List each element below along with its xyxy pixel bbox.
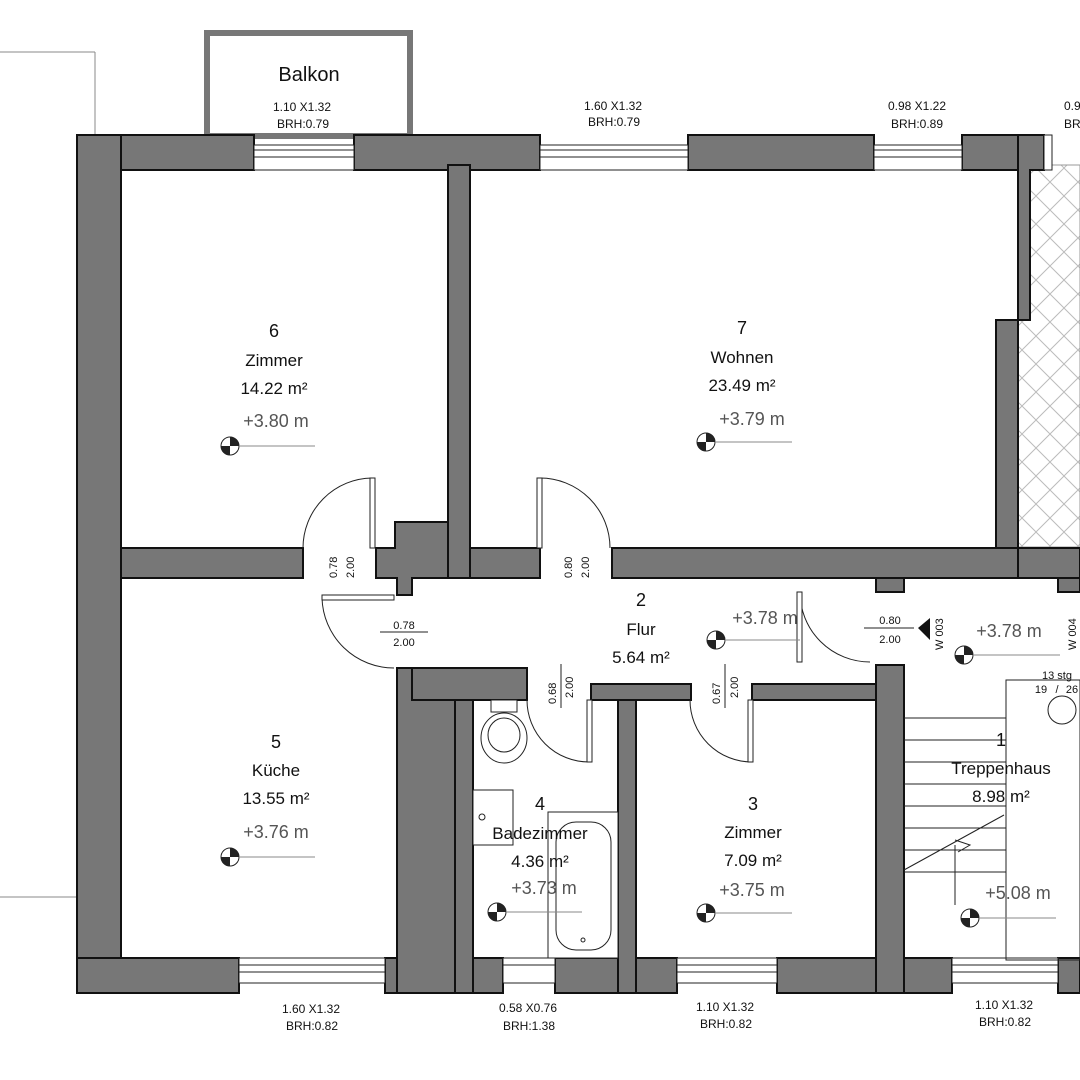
balcony-window-size: 1.10 X1.32 bbox=[273, 100, 331, 114]
window-brh-label: BRH:0.82 bbox=[286, 1019, 338, 1033]
room-level: +3.80 m bbox=[243, 411, 309, 431]
window-size-label: 1.10 X1.32 bbox=[975, 998, 1033, 1012]
window-brh-label: BRH:0.82 bbox=[700, 1017, 752, 1031]
room-area: 5.64 m² bbox=[612, 648, 670, 667]
door-height-label: 2.00 bbox=[879, 634, 900, 646]
room-number: 1 bbox=[996, 730, 1006, 750]
door-width-label: 0.80 bbox=[879, 615, 900, 627]
room-level: +3.78 m bbox=[732, 608, 798, 628]
room-name: Flur bbox=[626, 620, 656, 639]
window-size-label: 1.60 X1.32 bbox=[584, 99, 642, 113]
bathroom-fixtures bbox=[472, 699, 619, 959]
balcony-label: Balkon bbox=[278, 64, 339, 86]
room-name: Zimmer bbox=[245, 351, 303, 370]
stair-annotation: 13 stg 19 / 26 bbox=[1035, 670, 1078, 696]
toilet-bowl bbox=[480, 712, 528, 764]
stair-count-b: 26 bbox=[1066, 684, 1078, 696]
balcony bbox=[204, 30, 413, 139]
door-width-label: 0.78 bbox=[393, 620, 414, 632]
walls bbox=[76, 134, 1080, 994]
balcony-window-brh: BRH:0.79 bbox=[277, 117, 329, 131]
level-markers bbox=[220, 432, 1060, 928]
door-height-label: 2.00 bbox=[564, 677, 576, 698]
stair-sep: / bbox=[1055, 684, 1059, 696]
room-area: 8.98 m² bbox=[972, 787, 1030, 806]
window-size-label: 1.60 X1.32 bbox=[282, 1002, 340, 1016]
window-brh-label: BRH:0.82 bbox=[979, 1015, 1031, 1029]
window-size-label: 0.9 bbox=[1064, 99, 1080, 113]
wall-tag-w003: W 003 bbox=[934, 618, 946, 650]
door-height-label: 2.00 bbox=[729, 677, 741, 698]
door-width-label: 0.67 bbox=[711, 683, 723, 704]
room-name: Wohnen bbox=[710, 348, 773, 367]
door-width-label: 0.68 bbox=[547, 683, 559, 704]
room-area: 23.49 m² bbox=[708, 376, 775, 395]
room-number: 2 bbox=[636, 590, 646, 610]
room-area: 7.09 m² bbox=[724, 851, 782, 870]
room-name: Treppenhaus bbox=[951, 759, 1051, 778]
door-width-label: 0.80 bbox=[563, 557, 575, 578]
room-name: Zimmer bbox=[724, 823, 782, 842]
site-lines bbox=[0, 51, 96, 898]
window-size-label: 1.10 X1.32 bbox=[696, 1000, 754, 1014]
room-labels: 6 Zimmer 14.22 m² +3.80 m 7 Wohnen 23.49… bbox=[240, 318, 1050, 903]
stair-steps: 13 stg bbox=[1042, 670, 1072, 682]
room-area: 14.22 m² bbox=[240, 379, 307, 398]
room-area: 4.36 m² bbox=[511, 852, 569, 871]
room-name: Badezimmer bbox=[492, 824, 588, 843]
window-brh-label: BRH:1.38 bbox=[503, 1019, 555, 1033]
room-number: 3 bbox=[748, 794, 758, 814]
room-name: Küche bbox=[252, 761, 300, 780]
window-labels: 1.60 X1.32 BRH:0.79 0.98 X1.22 BRH:0.89 … bbox=[282, 99, 1080, 1033]
room-level: +3.75 m bbox=[719, 880, 785, 900]
room-level: +3.79 m bbox=[719, 409, 785, 429]
room-number: 7 bbox=[737, 318, 747, 338]
sink bbox=[472, 789, 514, 846]
toilet-tank bbox=[490, 699, 518, 713]
window-brh-label: BRH:0.79 bbox=[588, 115, 640, 129]
door-height-label: 2.00 bbox=[345, 557, 357, 578]
window-frames bbox=[238, 134, 1059, 984]
wall-tag-markers: W 003 W 004 bbox=[918, 618, 1079, 650]
room-number: 4 bbox=[535, 794, 545, 814]
staircase bbox=[903, 679, 1080, 961]
room-level: +5.08 m bbox=[985, 883, 1051, 903]
room-number: 5 bbox=[271, 732, 281, 752]
room-area: 13.55 m² bbox=[242, 789, 309, 808]
door-height-label: 2.00 bbox=[580, 557, 592, 578]
door-swings bbox=[302, 477, 871, 763]
landing-level: +3.78 m bbox=[976, 621, 1042, 641]
stair-count-a: 19 bbox=[1035, 684, 1047, 696]
window-size-label: 0.98 X1.22 bbox=[888, 99, 946, 113]
window-size-label: 0.58 X0.76 bbox=[499, 1001, 557, 1015]
wall-tag-w004: W 004 bbox=[1067, 618, 1079, 650]
door-width-label: 0.78 bbox=[328, 557, 340, 578]
room-level: +3.76 m bbox=[243, 822, 309, 842]
window-brh-label: BRH: bbox=[1064, 117, 1080, 131]
window-brh-label: BRH:0.89 bbox=[891, 117, 943, 131]
door-labels: 0.78 2.00 0.80 2.00 0.78 2.00 0.68 2.00 … bbox=[328, 557, 914, 708]
door-height-label: 2.00 bbox=[393, 637, 414, 649]
room-level: +3.73 m bbox=[511, 878, 577, 898]
room-number: 6 bbox=[269, 321, 279, 341]
